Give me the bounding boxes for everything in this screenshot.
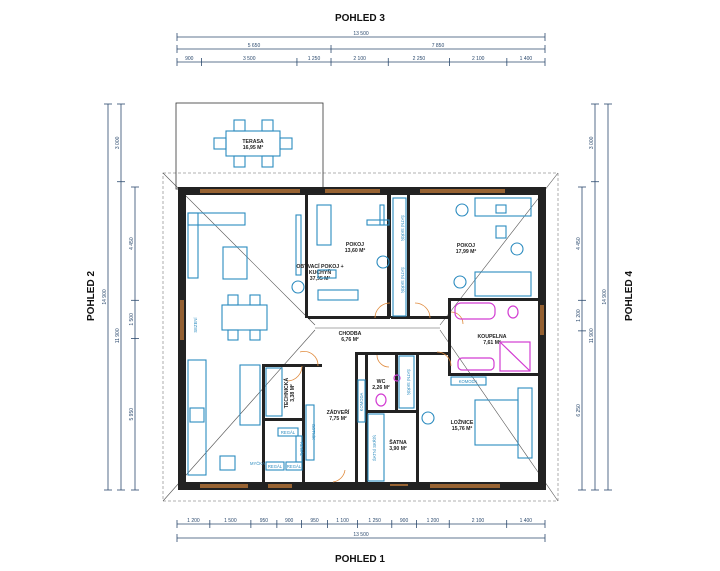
dimension-label: 14 900: [602, 289, 608, 305]
label-komoda-zadveri: KOMODA: [359, 392, 364, 411]
view-title-bottom: POHLED 1: [335, 554, 385, 565]
room-area-technicka: 3,38 M²: [290, 384, 296, 402]
dimension-label: 2 100: [472, 56, 485, 62]
room-label-wc: WC: [377, 379, 386, 385]
windows: [180, 189, 544, 488]
label-sezeni: SEZENÍ: [193, 317, 198, 333]
wc-sink: [393, 374, 401, 382]
label-satni-skrin-4: ŠATNÍ SKŘÍŇ: [372, 435, 377, 461]
view-title-right: POHLED 4: [624, 271, 635, 321]
dimension-label: 4 450: [129, 237, 135, 250]
wc-toilet: [375, 393, 387, 407]
walls: [178, 187, 546, 490]
dimension-label: 6 250: [576, 404, 582, 417]
dimension-lines: 13 500 5 650 7 850 900 3 500 1 250 2 100 2 250 2…: [102, 31, 612, 542]
label-regal-2: REGÁL: [299, 442, 304, 457]
dimension-label: 11 900: [589, 328, 595, 343]
view-title-left: POHLED 2: [86, 271, 97, 321]
dimension-label: 1 200: [427, 518, 440, 524]
room-area-satna: 3,90 M²: [389, 446, 407, 452]
dimension-label: 7 850: [432, 43, 445, 49]
wardrobe-chodba: [398, 355, 415, 409]
room-label-koupelna: KOUPELNA: [477, 334, 506, 340]
pokoj2-furniture: [453, 197, 532, 297]
botnik: [305, 404, 315, 461]
label-regal-1: REGÁL: [281, 430, 296, 435]
label-satni-skrin-3: ŠATNÍ SKŘÍŇ: [406, 369, 411, 395]
room-area-pokoj2: 17,99 M²: [456, 249, 477, 255]
label-satni-skrin-2: ŠATNÍ SKŘÍŇ: [400, 267, 405, 293]
room-area-zadveri: 7,75 M²: [329, 416, 347, 422]
terrace-table: [213, 119, 293, 168]
room-label-pokoj2: POKOJ: [457, 243, 475, 249]
room-label-chodba: CHODBA: [339, 331, 362, 337]
dimension-label: 3 500: [243, 56, 256, 62]
room-label-loznice: LOŽNICE: [451, 418, 474, 426]
room-label-obyvaci-2: KUCHYŇ: [309, 268, 331, 276]
dimension-label: 13 500: [353, 31, 369, 37]
regal-shelves: [265, 427, 303, 471]
dimension-label: 3 000: [589, 136, 595, 149]
living-furniture: [187, 212, 305, 476]
dimension-label: 1 500: [224, 518, 237, 524]
dimension-label: 950: [310, 518, 319, 524]
dimension-label: 11 900: [115, 328, 121, 343]
dimension-label: 13 500: [353, 532, 369, 538]
dimension-label: 5 650: [248, 43, 261, 49]
room-area-koupelna: 7,61 M²: [483, 340, 501, 346]
dimension-label: 3 000: [115, 136, 121, 149]
dimension-label: 900: [185, 56, 194, 62]
doors: [287, 302, 464, 483]
komoda-zadveri: [357, 379, 366, 423]
dimension-label: 14 900: [102, 289, 108, 305]
view-title-top: POHLED 3: [335, 13, 385, 24]
room-area-pokoj1: 13,60 M²: [345, 248, 366, 254]
room-label-pokoj1: POKOJ: [346, 242, 364, 248]
technicka-shelving: [265, 367, 283, 417]
dimension-label: 2 250: [413, 56, 426, 62]
dimension-label: 1 500: [129, 313, 135, 326]
room-area-wc: 2,26 M²: [372, 385, 390, 391]
dimension-label: 1 200: [187, 518, 200, 524]
label-regal-4: REGÁL: [287, 464, 302, 469]
komoda-koupelna: [450, 376, 487, 386]
dimension-label: 1 100: [336, 518, 349, 524]
label-myčka: MYČKA: [250, 461, 265, 466]
dimension-label: 950: [260, 518, 269, 524]
dimension-label: 1 250: [368, 518, 381, 524]
room-label-terasa: TERASA: [242, 139, 264, 145]
label-komoda-koupelna: KOMODA: [459, 379, 478, 384]
wardrobe-satna: [367, 413, 385, 482]
bathroom-fixtures: [454, 302, 531, 372]
dimension-label: 1 250: [308, 56, 321, 62]
dimension-label: 5 950: [129, 408, 135, 421]
label-satni-skrin-1: ŠATNÍ SKŘÍŇ: [400, 215, 405, 241]
dimension-label: 2 100: [353, 56, 366, 62]
pokoj1-furniture: [316, 204, 390, 301]
dimension-label: 1 200: [576, 309, 582, 322]
dimension-label: 4 450: [576, 237, 582, 250]
label-botnik: BOTNÍK: [311, 424, 316, 440]
bedroom-furniture: [421, 387, 533, 459]
dimension-label: 900: [400, 518, 409, 524]
room-label-zadveri: ZÁDVEŘÍ: [327, 408, 350, 416]
room-label-satna: ŠATNA: [389, 438, 407, 446]
dimension-label: 1 400: [520, 56, 533, 62]
room-label-obyvaci: OBÝVACÍ POKOJ +: [296, 262, 343, 270]
room-area-loznice: 15,76 M²: [452, 426, 473, 432]
dimension-label: 1 400: [520, 518, 533, 524]
room-area-obyvaci: 37,95 M²: [310, 276, 331, 282]
wardrobe-pokoj2: [392, 197, 407, 317]
room-area-terasa: 16,95 M²: [243, 145, 264, 151]
room-area-chodba: 6,76 M²: [341, 337, 359, 343]
roof-outline: [162, 172, 559, 502]
label-regal-3: REGÁL: [268, 464, 283, 469]
room-label-technicka: TECHNICKÁ: [283, 377, 290, 408]
dimension-label: 2 100: [472, 518, 485, 524]
dimension-label: 900: [285, 518, 294, 524]
